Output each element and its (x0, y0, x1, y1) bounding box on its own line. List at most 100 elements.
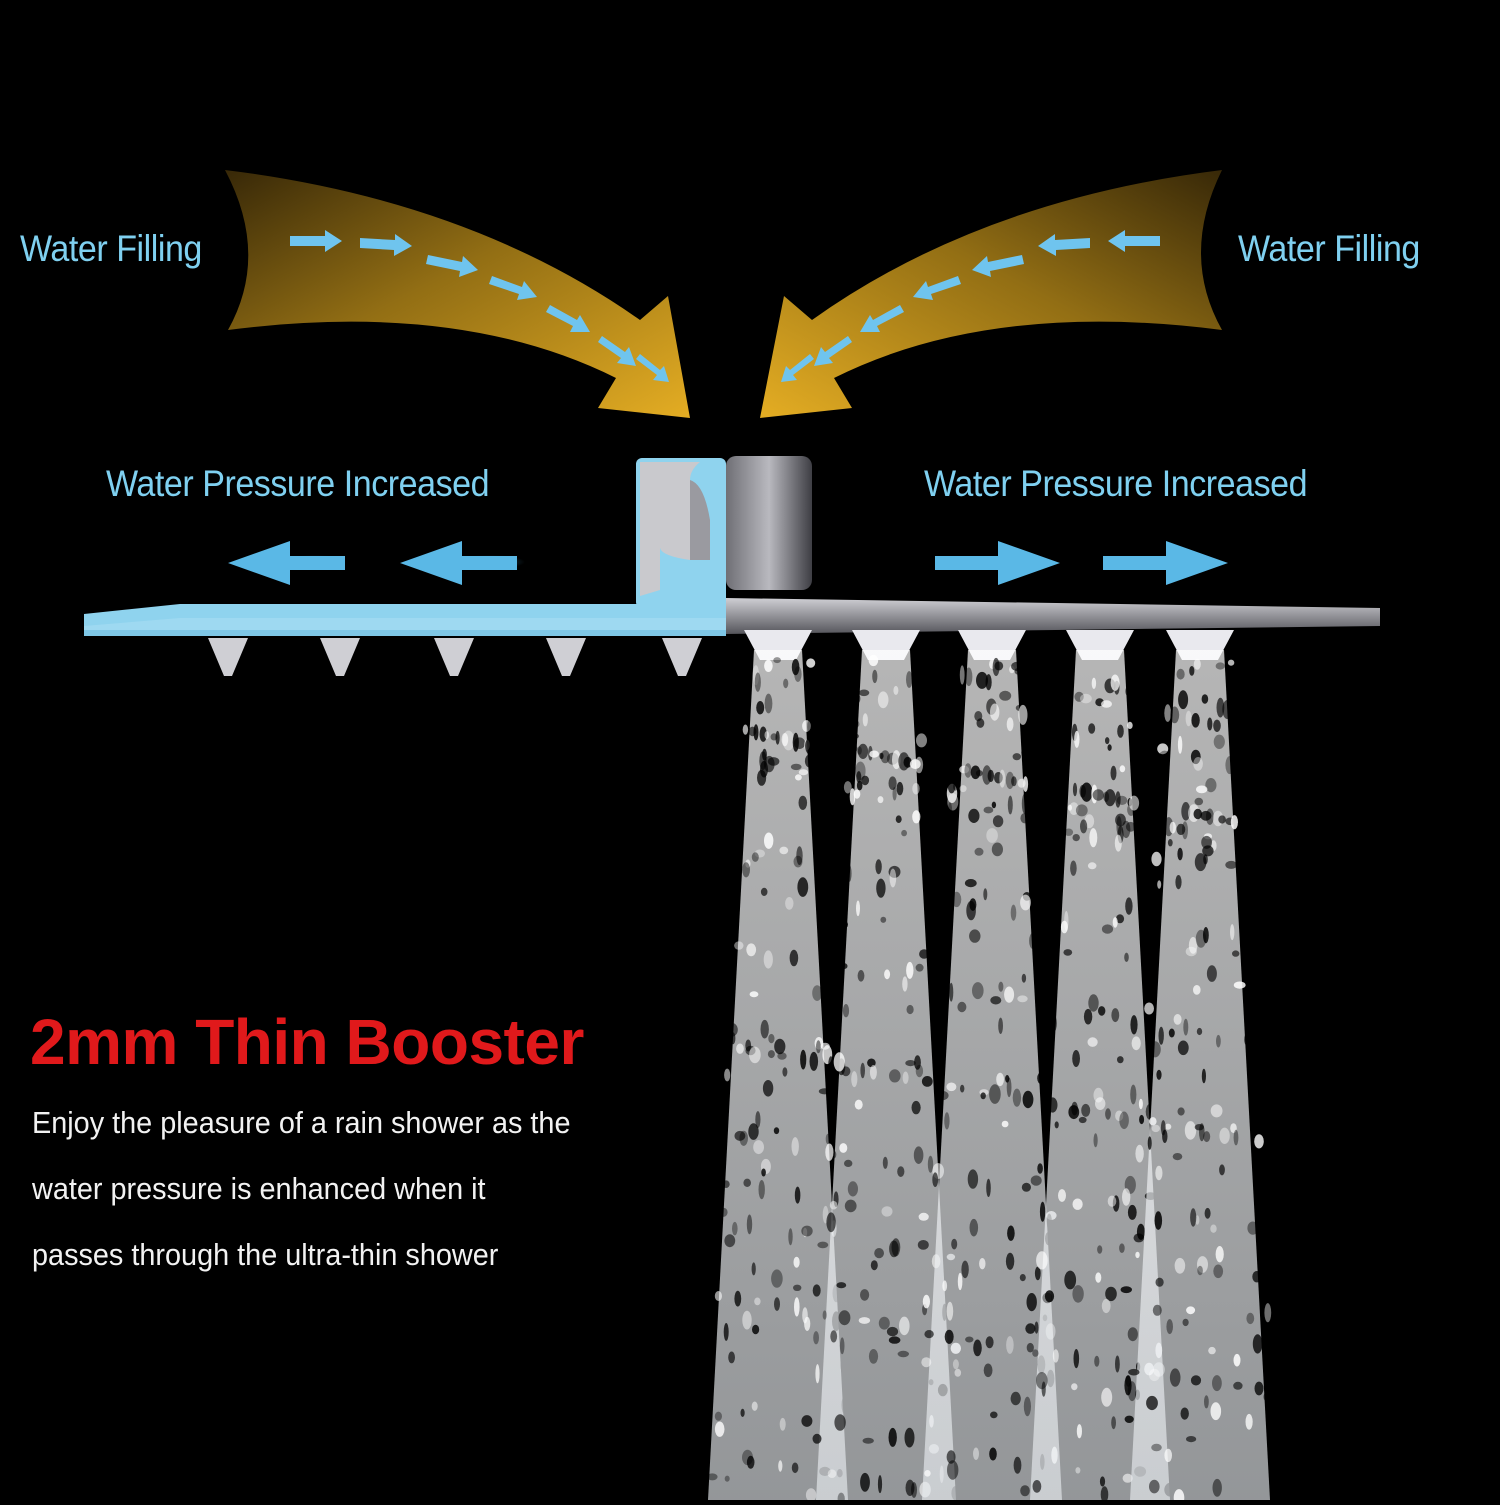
water-stream (1030, 650, 1170, 1500)
water-droplet (959, 765, 970, 774)
water-droplet (951, 891, 962, 908)
water-droplet (847, 865, 852, 882)
water-droplet (856, 771, 862, 783)
water-droplet (838, 1310, 851, 1326)
water-droplet (796, 846, 803, 865)
water-droplet (869, 1065, 877, 1080)
water-droplet (888, 776, 897, 790)
water-droplet (927, 1155, 934, 1173)
water-droplet (969, 1218, 979, 1237)
water-droplet (844, 1199, 857, 1213)
water-droplet (1074, 691, 1084, 702)
water-droplet (994, 772, 1003, 784)
water-droplet (999, 690, 1012, 701)
water-droplet (895, 815, 902, 823)
inlet-connector (636, 456, 812, 608)
water-droplet (889, 1069, 901, 1083)
water-droplet (1210, 1224, 1217, 1233)
arrow-icon-pressure-right (935, 541, 1228, 585)
water-droplet (877, 796, 884, 804)
water-droplet (816, 1040, 821, 1054)
water-droplet (1193, 985, 1201, 995)
water-droplet (1076, 1424, 1082, 1439)
water-droplet (728, 1351, 735, 1364)
water-droplet (782, 1067, 788, 1077)
water-droplet (1164, 704, 1172, 722)
water-droplet (965, 1336, 974, 1343)
water-droplet (742, 862, 750, 878)
water-droplet (1021, 793, 1027, 814)
water-droplet (1093, 1133, 1098, 1148)
water-droplet (797, 877, 809, 897)
water-droplet (858, 1317, 871, 1324)
water-droplet (1094, 1355, 1100, 1367)
water-droplet (858, 689, 870, 697)
water-droplet (1091, 677, 1097, 689)
water-droplet (1128, 795, 1140, 811)
water-droplet (1177, 1040, 1189, 1056)
water-droplet (1020, 1485, 1030, 1497)
water-droplet (779, 1417, 786, 1431)
water-stream (922, 650, 1062, 1500)
water-droplet (1194, 853, 1207, 872)
water-droplet (1263, 1391, 1273, 1403)
water-droplet (1237, 817, 1248, 831)
water-droplet (957, 1272, 963, 1291)
water-droplet (1074, 730, 1080, 748)
water-droplet (1125, 821, 1136, 832)
water-droplet (991, 801, 997, 809)
water-droplet (764, 693, 773, 714)
water-droplet (1023, 1396, 1031, 1417)
water-droplet (1122, 1473, 1133, 1483)
water-droplet (868, 654, 879, 667)
water-droplet (783, 678, 789, 689)
water-droplet (1072, 782, 1078, 797)
water-droplet (1167, 839, 1173, 847)
water-droplet (842, 1004, 850, 1018)
water-droplet (724, 1234, 736, 1248)
water-droplet (1011, 661, 1023, 672)
water-droplet (1164, 1448, 1172, 1463)
water-droplet (818, 1088, 831, 1095)
water-droplet (825, 1143, 834, 1161)
shower-plate-cross-section (84, 596, 726, 636)
water-droplet (1201, 694, 1209, 704)
water-droplet (922, 1294, 931, 1309)
water-droplet (897, 1350, 909, 1358)
water-droplet (1107, 1195, 1117, 1207)
water-droplet (800, 1049, 807, 1070)
water-droplet (897, 1166, 905, 1177)
water-droplet (959, 665, 965, 685)
water-droplet (1206, 965, 1217, 982)
water-droplet (1178, 690, 1189, 710)
water-droplet (1095, 1272, 1102, 1283)
water-droplet (752, 1324, 760, 1335)
water-droplet (751, 1262, 756, 1276)
water-droplet (826, 1212, 836, 1233)
water-droplet (1078, 1116, 1087, 1124)
water-droplet (848, 732, 859, 740)
water-droplet (1135, 1144, 1144, 1163)
water-droplet (794, 666, 802, 682)
water-droplet (899, 1316, 910, 1336)
water-droplet (1142, 911, 1150, 921)
water-droplet (697, 1452, 704, 1464)
water-droplet (1036, 1372, 1048, 1390)
water-stream (708, 650, 848, 1500)
water-droplet (1190, 1375, 1202, 1386)
water-droplet (1177, 1107, 1185, 1116)
water-droplet (733, 763, 744, 782)
water-droplet (1112, 917, 1118, 928)
water-droplet (961, 1260, 969, 1279)
water-droplet (761, 1168, 766, 1177)
water-droplet (1032, 1480, 1042, 1493)
pressure-label-right: Water Pressure Increased (924, 463, 1308, 504)
water-droplet (1151, 1443, 1162, 1452)
water-droplet (1010, 904, 1017, 921)
water-droplet (1127, 1327, 1138, 1342)
water-droplet (1205, 808, 1214, 825)
water-droplet (1262, 1305, 1270, 1324)
water-droplet (1225, 756, 1234, 775)
water-droplet (794, 1186, 801, 1204)
